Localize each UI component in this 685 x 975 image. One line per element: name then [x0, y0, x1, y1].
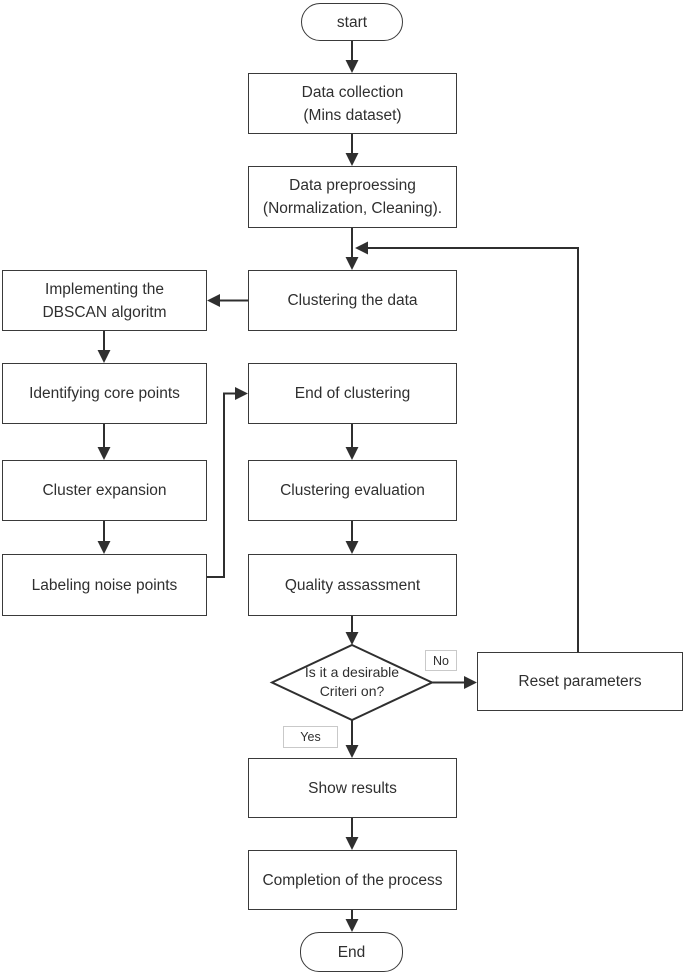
- node-end: End: [300, 932, 403, 972]
- edge-label-yes: Yes: [283, 726, 338, 748]
- decision-diamond-shape: [269, 643, 435, 722]
- edge-reset-feedback-to-clustering: [355, 241, 579, 652]
- node-show-results: Show results: [248, 758, 457, 818]
- node-cluster-expansion: Cluster expansion: [2, 460, 207, 521]
- node-start: start: [301, 3, 403, 41]
- node-clustering-the-data: Clustering the data: [248, 270, 457, 331]
- node-clustering-evaluation: Clustering evaluation: [248, 460, 457, 521]
- node-completion-of-process: Completion of the process: [248, 850, 457, 910]
- edge-noise-points-to-end-clustering: [207, 387, 248, 578]
- node-labeling-noise-points: Labeling noise points: [2, 554, 207, 616]
- node-identifying-core-points: Identifying core points: [2, 363, 207, 424]
- node-implementing-dbscan: Implementing the DBSCAN algoritm: [2, 270, 207, 331]
- node-data-collection: Data collection (Mins dataset): [248, 73, 457, 134]
- node-quality-assessment: Quality assassment: [248, 554, 457, 616]
- node-decision-label: Is it a desirable Criteri on?: [304, 664, 400, 699]
- node-reset-parameters: Reset parameters: [477, 652, 683, 711]
- node-data-preprocessing: Data preproessing (Normalization, Cleani…: [248, 166, 457, 228]
- edge-label-no: No: [425, 650, 457, 671]
- node-end-of-clustering: End of clustering: [248, 363, 457, 424]
